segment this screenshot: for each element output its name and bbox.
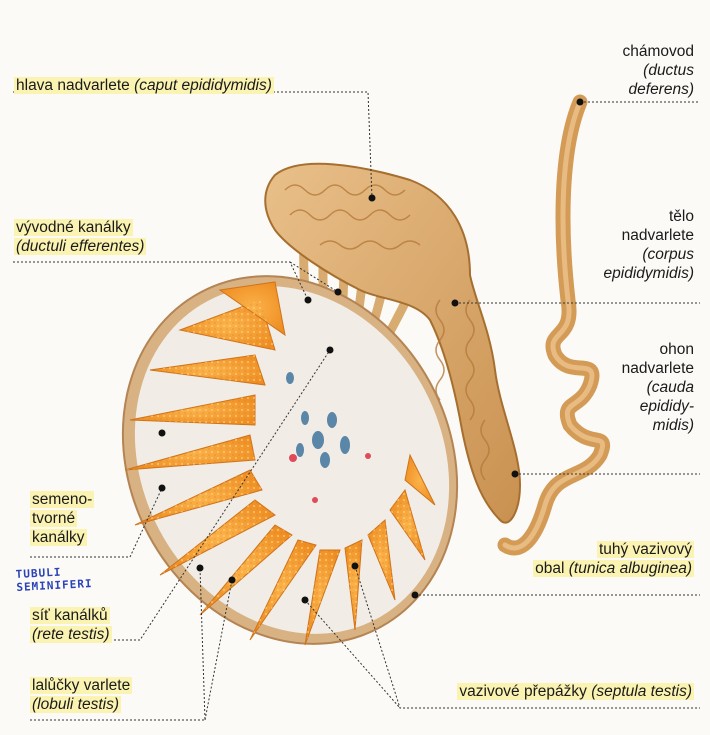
label-rete-testis: síť kanálků (rete testis) <box>30 606 112 644</box>
label-septula-testis: vazivové přepážky (septula testis) <box>457 682 694 701</box>
label-corpus-epididymidis: tělo nadvarlete (corpus epididymidis) <box>604 207 694 283</box>
label-caput-epididymidis: hlava nadvarlete (caput epididymidis) <box>14 76 274 95</box>
handwritten-note: TUBULI SEMINIFERI <box>15 564 92 594</box>
label-seminiferous-tubules: semeno- tvorné kanálky <box>30 490 94 547</box>
label-lobuli-testis: lalůčky varlete (lobuli testis) <box>30 676 132 714</box>
label-tunica-albuginea: tuhý vazivový obal (tunica albuginea) <box>533 540 694 578</box>
label-ductuli-efferentes: vývodné kanálky (ductuli efferentes) <box>14 218 146 256</box>
label-ductus-deferens: chámovod (ductus deferens) <box>622 42 694 99</box>
label-cauda-epididymidis: ohon nadvarlete (cauda epididy- midis) <box>622 340 694 435</box>
